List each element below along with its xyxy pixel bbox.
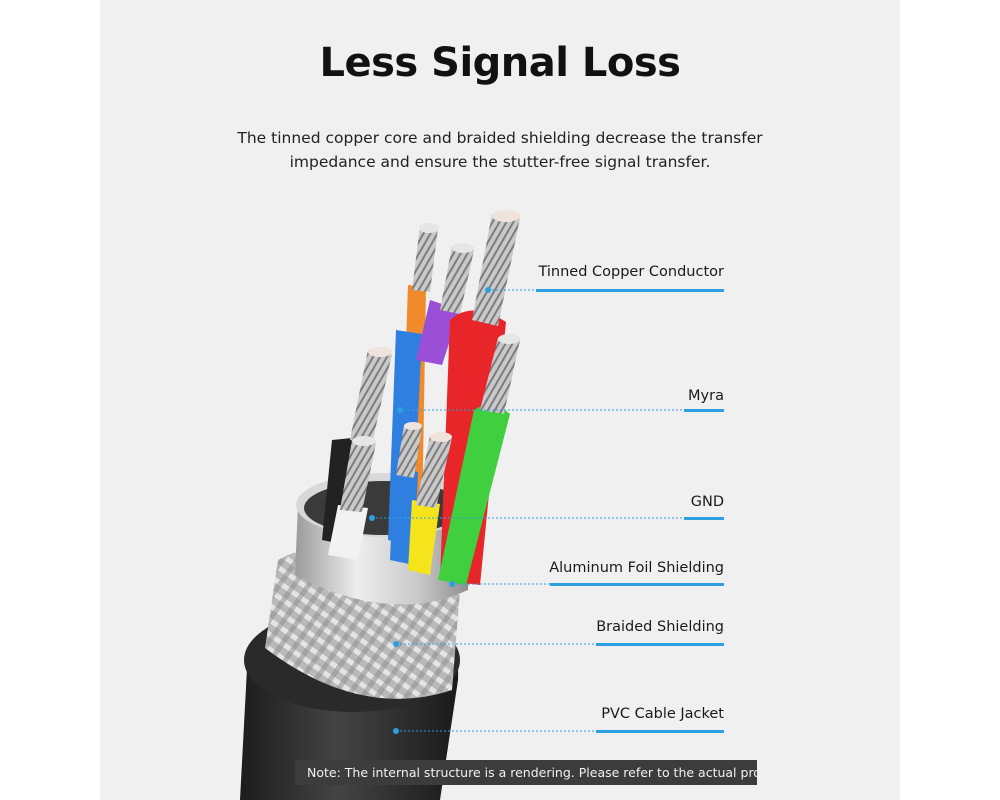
label-gnd: GND bbox=[690, 494, 724, 510]
underline-pvc-cable-jacket bbox=[596, 730, 724, 733]
copper-strands bbox=[340, 210, 520, 512]
cable-illustration bbox=[240, 210, 720, 800]
label-myra: Myra bbox=[688, 388, 724, 404]
underline-braided-shielding bbox=[596, 643, 724, 646]
product-panel: Less Signal Loss The tinned copper core … bbox=[100, 0, 900, 800]
label-braided-shielding: Braided Shielding bbox=[596, 619, 724, 635]
page-subtitle: The tinned copper core and braided shiel… bbox=[237, 129, 763, 171]
underline-gnd bbox=[684, 517, 724, 520]
label-aluminum-foil-shielding: Aluminum Foil Shielding bbox=[549, 560, 724, 576]
underline-tinned-copper-conductor bbox=[536, 289, 724, 292]
purple-wire bbox=[416, 300, 460, 365]
underline-aluminum-foil-shielding bbox=[550, 583, 724, 586]
page-title: Less Signal Loss bbox=[319, 40, 681, 86]
label-pvc-cable-jacket: PVC Cable Jacket bbox=[601, 706, 724, 722]
callout-dots bbox=[369, 287, 491, 734]
yellow-wire bbox=[408, 500, 440, 575]
green-wire bbox=[438, 404, 510, 585]
rendering-disclaimer: Note: The internal structure is a render… bbox=[295, 760, 757, 785]
callout-leaders bbox=[372, 289, 720, 732]
underline-myra bbox=[684, 409, 724, 412]
label-tinned-copper-conductor: Tinned Copper Conductor bbox=[538, 264, 724, 280]
white-wire bbox=[328, 505, 368, 560]
